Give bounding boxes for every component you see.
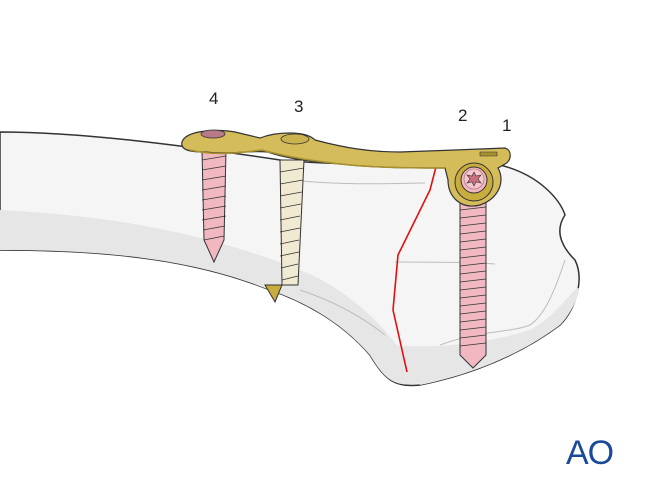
label-4: 4	[209, 89, 219, 108]
locking-screw-head	[454, 162, 494, 202]
screw-4	[201, 149, 227, 264]
label-3: 3	[294, 97, 304, 116]
torx-star-icon	[466, 171, 482, 187]
ao-logo: AO	[566, 434, 614, 472]
screw-1	[459, 199, 487, 369]
fracture-line	[392, 162, 438, 373]
label-1: 1	[502, 116, 512, 135]
bone-plate	[181, 129, 511, 207]
label-2: 2	[458, 106, 468, 125]
screw-3	[264, 159, 305, 304]
